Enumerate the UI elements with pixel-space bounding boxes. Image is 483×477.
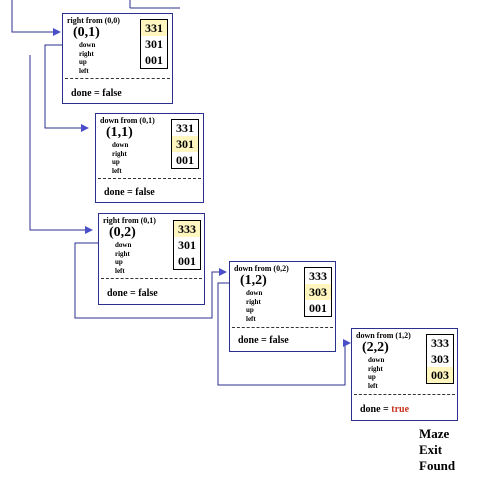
done-status: done = true xyxy=(360,404,409,415)
direction-list: down right up left xyxy=(368,356,384,390)
done-label: done = xyxy=(360,404,392,415)
direction-item: down xyxy=(79,41,96,49)
frame-separator xyxy=(98,178,201,179)
direction-list: down right up left xyxy=(115,241,131,275)
done-value: false xyxy=(135,187,155,198)
frame-heading: right from (0,0) xyxy=(67,16,120,25)
done-value: false xyxy=(138,288,158,299)
direction-list: down right up left xyxy=(246,289,262,323)
done-value: false xyxy=(269,335,289,346)
arrow-into-frame-1 xyxy=(11,0,61,36)
direction-list: down right up left xyxy=(79,41,95,75)
direction-item: right xyxy=(79,49,94,58)
maze-row: 001 xyxy=(178,254,196,268)
maze-grid: 333 303 001 xyxy=(304,267,332,317)
done-value: true xyxy=(391,404,410,415)
maze-row: 301 xyxy=(178,238,196,252)
stack-frame-2: down from (0,1) (1,1) down right up left… xyxy=(95,113,204,203)
direction-item: down xyxy=(112,141,129,149)
direction-item: left xyxy=(79,66,89,75)
direction-item: left xyxy=(115,266,125,275)
stack-frame-5: down from (1,2) (2,2) down right up left… xyxy=(351,328,458,421)
direction-item: left xyxy=(368,381,378,390)
result-line: Exit xyxy=(419,442,443,457)
stack-frame-1: right from (0,0) (0,1) down right up lef… xyxy=(62,13,173,104)
done-value: false xyxy=(102,88,122,99)
result-message: Maze Exit Found xyxy=(419,426,455,474)
maze-row: 333 xyxy=(431,336,449,350)
frame-separator xyxy=(101,278,202,279)
result-line: Maze xyxy=(419,426,450,441)
frame-coord: (2,2) xyxy=(362,340,389,355)
maze-row: 333 xyxy=(174,221,200,237)
done-label: done = xyxy=(238,335,270,346)
arrow-frame-1-to-2 xyxy=(44,44,89,132)
frame-coord: (0,2) xyxy=(109,225,136,240)
maze-row: 333 xyxy=(309,269,327,283)
direction-item: left xyxy=(246,314,256,323)
direction-item: up xyxy=(79,58,87,66)
done-status: done = false xyxy=(107,288,158,299)
maze-row: 301 xyxy=(145,37,163,51)
done-label: done = xyxy=(104,187,136,198)
frame-heading: down from (0,1) xyxy=(100,116,155,125)
direction-item: down xyxy=(115,241,132,249)
frame-separator xyxy=(354,394,455,395)
stack-frame-4: down from (0,2) (1,2) down right up left… xyxy=(229,261,336,352)
direction-list: down right up left xyxy=(112,141,128,175)
done-label: done = xyxy=(71,88,103,99)
direction-item: right xyxy=(112,149,127,158)
frame-coord: (0,1) xyxy=(73,25,100,40)
done-status: done = false xyxy=(104,187,155,198)
maze-row: 301 xyxy=(172,136,198,152)
maze-grid: 333 301 001 xyxy=(173,220,201,270)
frame-heading: right from (0,1) xyxy=(103,216,156,225)
direction-item: up xyxy=(368,373,376,381)
maze-row: 331 xyxy=(176,121,194,135)
arrow-frame-1-to-3 xyxy=(29,55,93,234)
done-label: done = xyxy=(107,288,139,299)
frame-heading: down from (0,2) xyxy=(234,264,289,273)
maze-row: 303 xyxy=(305,284,331,300)
maze-row: 331 xyxy=(141,20,167,36)
arrow-frame-3-to-4 xyxy=(74,242,227,319)
result-line: Found xyxy=(419,458,456,473)
direction-item: up xyxy=(246,306,254,314)
frame-separator xyxy=(65,78,170,79)
direction-item: left xyxy=(112,166,122,175)
arrow-frame-4-to-5 xyxy=(217,282,351,386)
direction-item: up xyxy=(115,258,123,266)
done-status: done = false xyxy=(71,88,122,99)
direction-item: down xyxy=(368,356,385,364)
direction-item: right xyxy=(246,297,261,306)
maze-grid: 331 301 001 xyxy=(140,19,168,69)
direction-item: right xyxy=(368,364,383,373)
frame-coord: (1,2) xyxy=(240,273,267,288)
maze-row: 003 xyxy=(427,367,453,383)
frame-coord: (1,1) xyxy=(106,125,133,140)
maze-row: 001 xyxy=(145,53,163,67)
maze-grid: 333 303 003 xyxy=(426,334,454,384)
maze-grid: 331 301 001 xyxy=(171,119,199,169)
direction-item: right xyxy=(115,249,130,258)
maze-row: 303 xyxy=(431,352,449,366)
done-status: done = false xyxy=(238,335,289,346)
stack-frame-3: right from (0,1) (0,2) down right up lef… xyxy=(98,213,205,305)
direction-item: up xyxy=(112,158,120,166)
frame-heading: down from (1,2) xyxy=(356,331,411,340)
direction-item: down xyxy=(246,289,263,297)
maze-row: 001 xyxy=(309,301,327,315)
frame-separator xyxy=(232,327,333,328)
maze-row: 001 xyxy=(176,153,194,167)
